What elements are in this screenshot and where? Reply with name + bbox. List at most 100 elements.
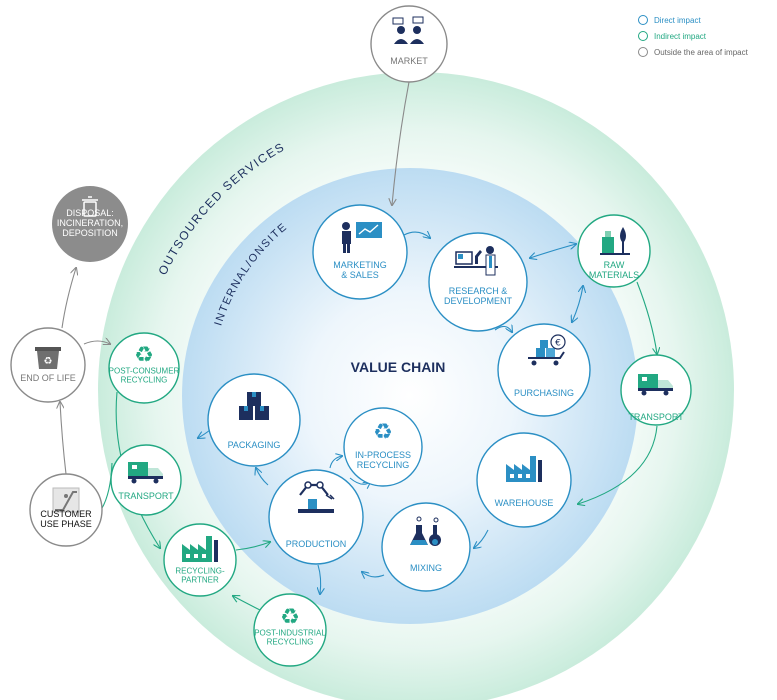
svg-text:♻: ♻ (44, 356, 53, 367)
node-label: MIXING (410, 563, 442, 573)
connector-arrow (578, 425, 658, 504)
node-circle (207, 373, 301, 467)
node-label: MATERIALS (589, 270, 639, 280)
connector-arrow (636, 281, 657, 354)
connector-arrow (329, 456, 342, 469)
legend: Direct impact Indirect impact Outside th… (638, 14, 748, 62)
node-circle (108, 332, 180, 404)
node-label: RECYCLING- (175, 567, 225, 576)
recycle-icon: ♻ (134, 343, 154, 368)
robot-arm-icon (298, 481, 335, 513)
node-label: RECYCLING (267, 638, 314, 647)
node-circle (268, 469, 364, 565)
connector-arrow (474, 529, 489, 548)
node-circle (52, 186, 128, 262)
svg-text:♻: ♻ (134, 343, 154, 368)
node-marketing: MARKETING& SALES (312, 204, 408, 300)
connector-arrow (233, 596, 261, 611)
node-label: PRODUCTION (286, 539, 347, 549)
connector-arrow (362, 572, 385, 577)
nodes: MARKET DISPOSAL:INCINERATION,DEPOSITION ♻ E… (10, 5, 692, 667)
node-label: RESEARCH & (449, 286, 508, 296)
factory-icon (182, 536, 218, 562)
node-circle (370, 5, 448, 83)
node-label: TRANSPORT (628, 412, 684, 422)
truck-icon (638, 374, 673, 396)
svg-text:€: € (555, 339, 561, 349)
node-circle (312, 204, 408, 300)
node-label: MARKETING (333, 260, 387, 270)
node-label: CUSTOMER (40, 509, 92, 519)
node-label: DEVELOPMENT (444, 296, 513, 306)
svg-text:♻: ♻ (373, 420, 393, 445)
node-disposal: DISPOSAL:INCINERATION,DEPOSITION (52, 186, 128, 262)
connector-arrow (60, 402, 67, 475)
bin-icon: ♻ (35, 347, 61, 369)
connector-arrow (318, 564, 321, 594)
node-label: IN-PROCESS (355, 450, 411, 460)
node-packaging: PACKAGING (207, 373, 301, 467)
recycle-icon: ♻ (280, 605, 300, 630)
trash-icon (82, 196, 98, 217)
connector-arrow (235, 542, 270, 551)
presenter-icon (342, 222, 382, 253)
factory-icon (506, 456, 542, 482)
node-label: INCINERATION, (57, 218, 123, 228)
node-purchasing: € PURCHASING (497, 323, 591, 417)
node-warehouse: WAREHOUSE (476, 432, 572, 528)
connectors (60, 81, 658, 611)
legend-dot-outside-icon (638, 47, 648, 57)
recycle-icon: ♻ (373, 420, 393, 445)
connector-arrow (572, 286, 583, 322)
node-circle (110, 444, 182, 516)
escalator-icon (52, 487, 80, 513)
node-label: & SALES (341, 270, 379, 280)
node-label: RAW (604, 260, 625, 270)
boxes-icon (239, 392, 269, 420)
node-label: USE PHASE (40, 519, 92, 529)
node-circle (253, 593, 327, 667)
connector-arrow (256, 468, 269, 486)
truck-icon (128, 462, 163, 484)
connector-arrow (61, 268, 76, 329)
node-recyclingpartner: RECYCLING-PARTNER (163, 523, 237, 597)
node-label: PARTNER (181, 576, 219, 585)
connector-arrow (392, 81, 410, 205)
node-circle (381, 502, 471, 592)
legend-dot-indirect-icon (638, 31, 648, 41)
material-icon (600, 227, 630, 255)
node-circle (428, 232, 528, 332)
node-label: POST-INDUSTRIAL (254, 629, 326, 638)
connector-arrow (494, 326, 512, 332)
cart-icon: € (528, 334, 566, 366)
node-label: END OF LIFE (20, 373, 76, 383)
people-icon (392, 16, 424, 44)
connector-arrow (530, 244, 576, 258)
node-production: PRODUCTION (268, 469, 364, 565)
flask-icon (410, 516, 441, 546)
connector-arrow (83, 341, 110, 344)
legend-label-indirect: Indirect impact (654, 31, 707, 41)
legend-dot-direct-icon (638, 15, 648, 25)
connector-arrow (403, 232, 430, 238)
node-label: POST-CONSUMER (109, 367, 180, 376)
node-label: PACKAGING (228, 440, 281, 450)
node-market: MARKET (370, 5, 448, 83)
svg-text:♻: ♻ (280, 605, 300, 630)
legend-item-indirect: Indirect impact (638, 30, 748, 42)
node-label: PURCHASING (514, 388, 574, 398)
center-title: VALUE CHAIN (351, 359, 446, 375)
legend-label-outside: Outside the area of impact (654, 47, 748, 57)
node-circle (343, 407, 423, 487)
node-end-of-life: ♻ END OF LIFE (10, 327, 86, 403)
node-label: RECYCLING (357, 460, 410, 470)
node-circle (497, 323, 591, 417)
scientist-icon (454, 246, 498, 276)
node-label: TRANSPORT (118, 491, 174, 501)
node-label: WAREHOUSE (495, 498, 554, 508)
node-transport-r: TRANSPORT (620, 354, 692, 426)
